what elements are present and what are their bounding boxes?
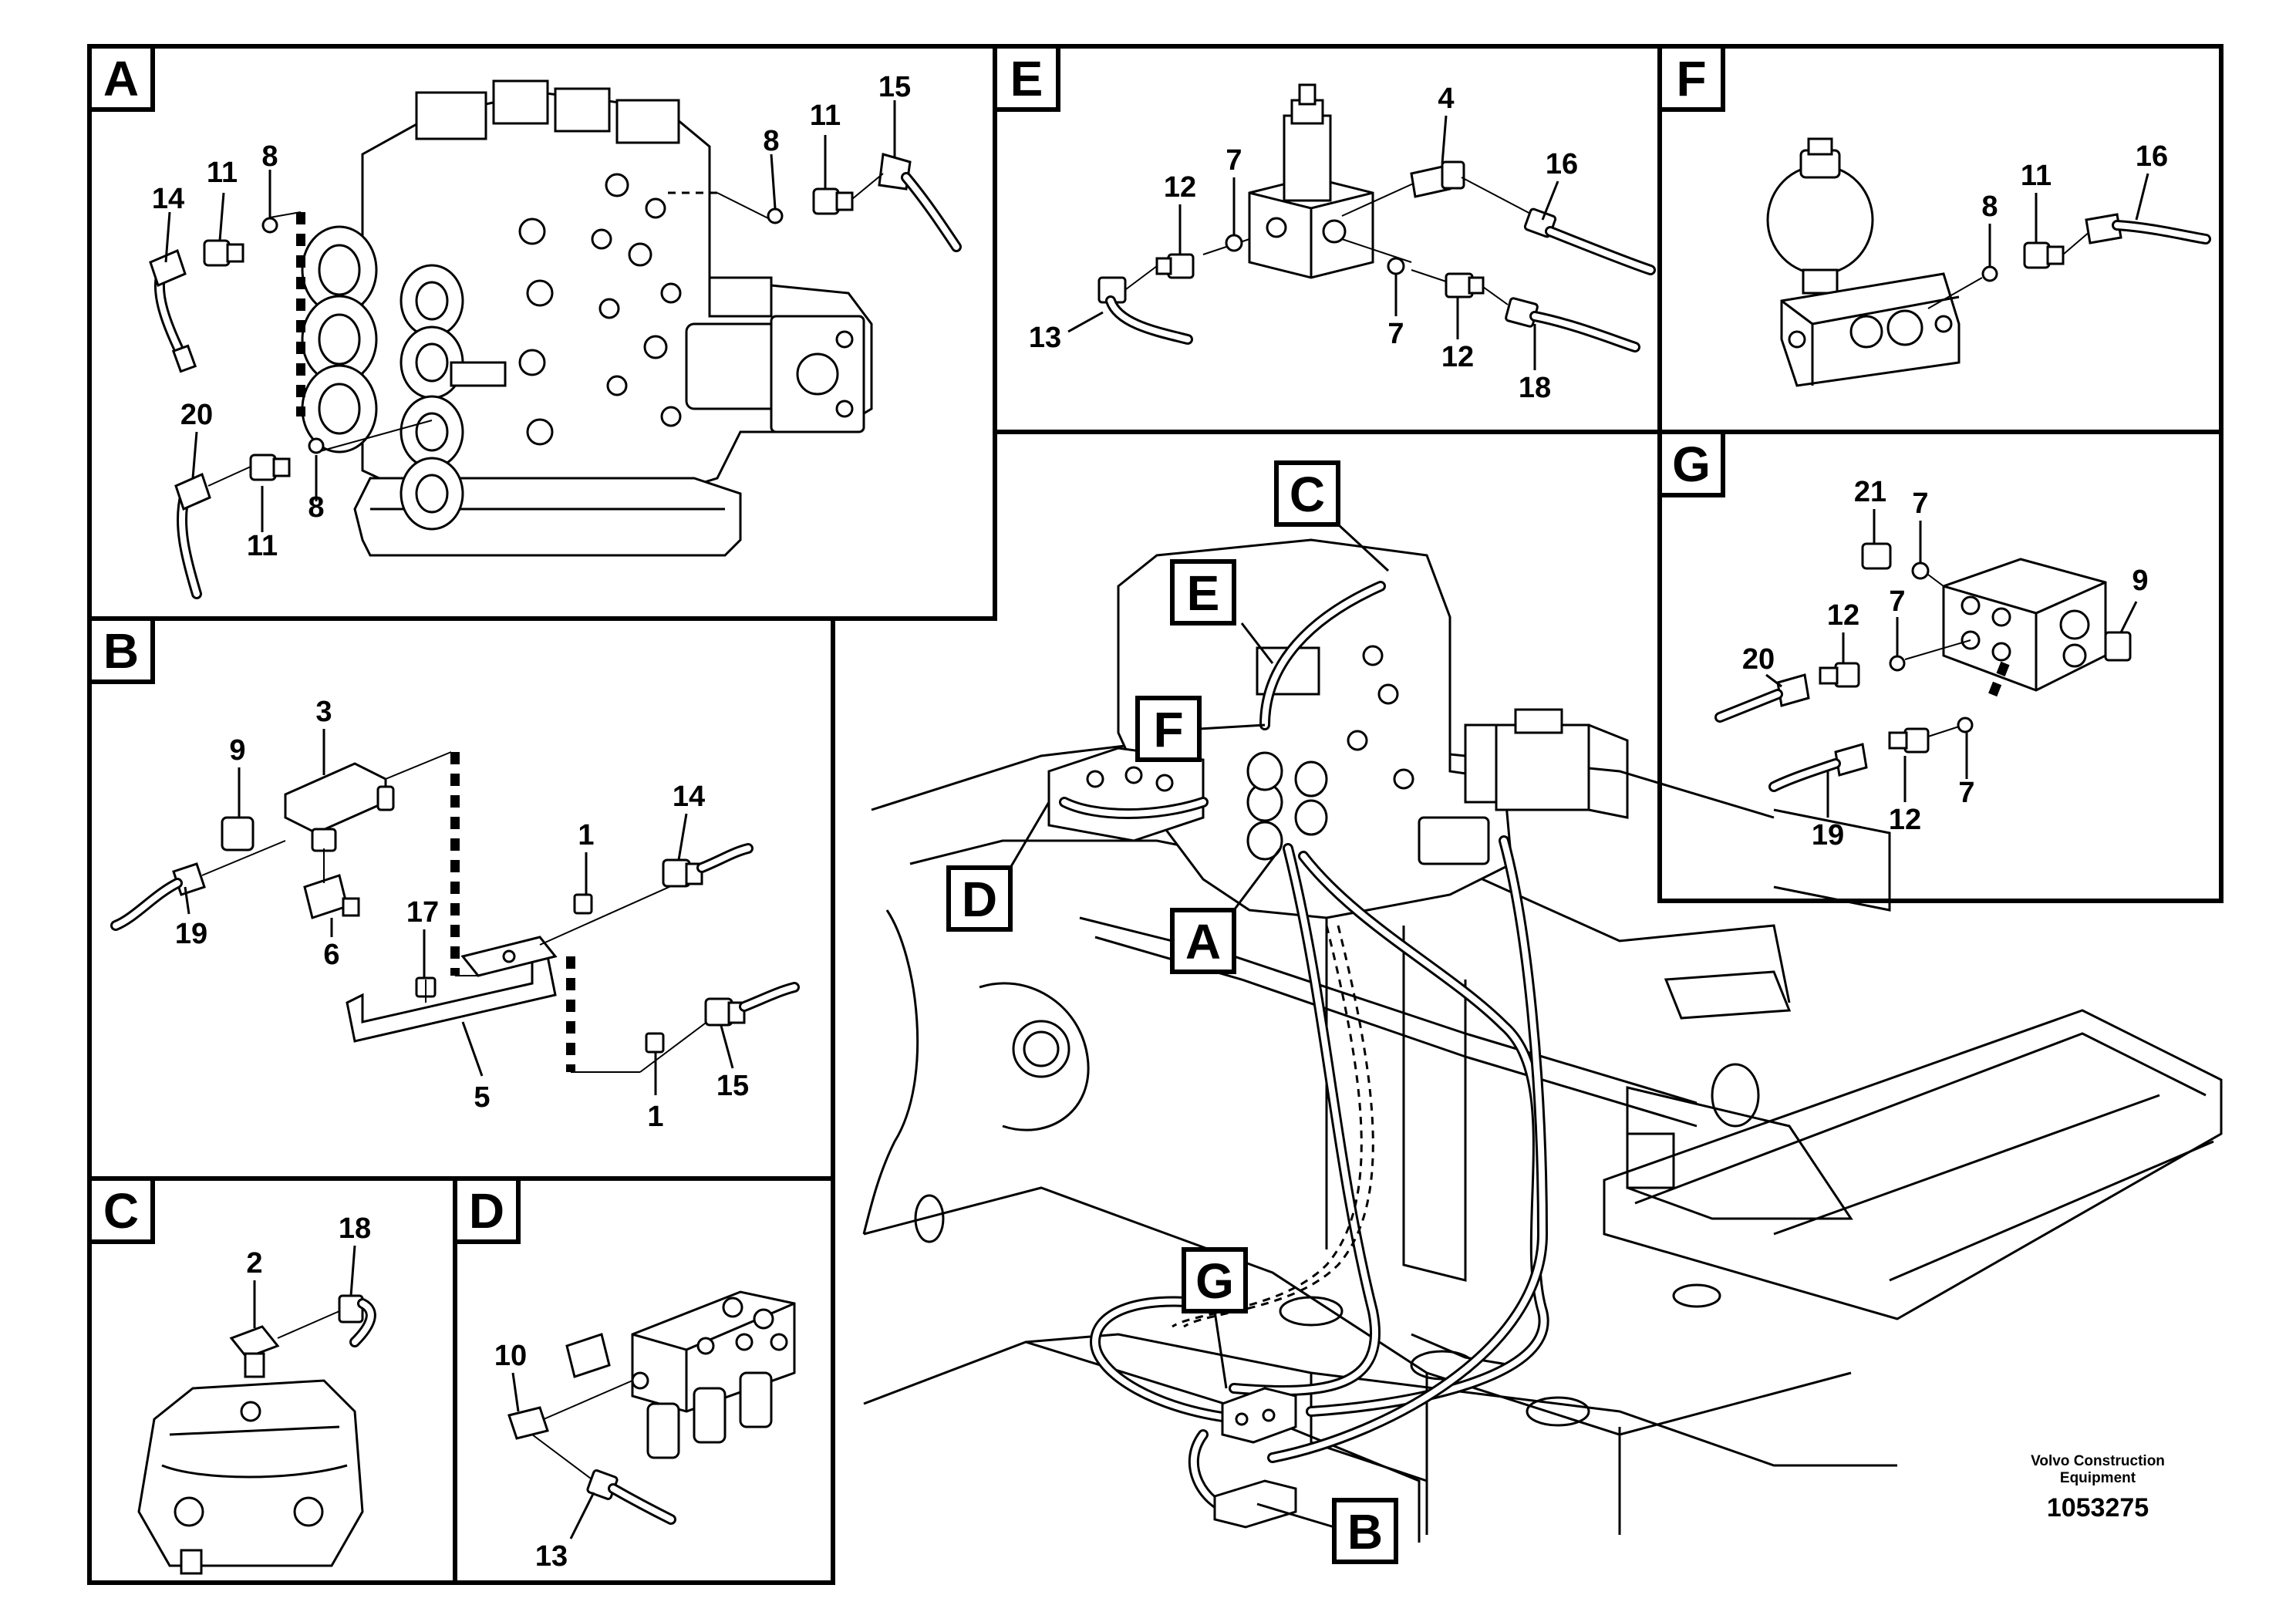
callout-3: 3	[315, 696, 332, 728]
callout-4: 4	[1438, 83, 1454, 115]
callout-21: 21	[1854, 476, 1886, 508]
overview-callout-f: F	[1153, 702, 1183, 757]
callout-15: 15	[878, 71, 911, 103]
accumulator-illustration	[1766, 137, 1961, 387]
callout-7: 7	[1912, 487, 1928, 520]
callout-6: 6	[323, 939, 339, 971]
callout-11: 11	[247, 530, 278, 562]
overview-callout-a: A	[1185, 914, 1221, 969]
callout-14: 14	[152, 183, 184, 215]
callout-5: 5	[474, 1081, 490, 1114]
panel-g-title: G	[1672, 437, 1711, 492]
panel-a-title: A	[103, 51, 139, 106]
callout-7: 7	[1889, 585, 1905, 618]
callout-15: 15	[716, 1070, 749, 1102]
callout-11: 11	[810, 99, 841, 132]
callout-11: 11	[2021, 160, 2052, 192]
footer: Volvo Construction Equipment 1053275	[2031, 1453, 2165, 1523]
callout-18: 18	[1519, 372, 1551, 404]
panel-f-drawing: 8 11 16	[1766, 137, 2211, 387]
hose-14-left	[149, 217, 278, 373]
callout-12: 12	[1164, 171, 1196, 204]
overview-control-valve	[1117, 538, 1529, 919]
panel-e-title: E	[1010, 51, 1043, 106]
overview-hoses	[1059, 581, 1549, 1517]
overview-callout-d: D	[962, 872, 997, 927]
panel-g-drawing: 21 7 9 12 7 20 12 7 19	[1714, 476, 2149, 851]
callout-8: 8	[1981, 191, 1998, 223]
callout-13: 13	[535, 1540, 568, 1573]
company-name-line2: Equipment	[2060, 1470, 2136, 1486]
callout-20: 20	[1742, 643, 1775, 676]
callout-12: 12	[1441, 341, 1474, 373]
panel-e-drawing: 4 12 7 16 13 7 12 18	[1029, 83, 1656, 404]
panel-b-title: B	[103, 623, 139, 679]
callout-10: 10	[494, 1340, 527, 1372]
callout-1: 1	[578, 819, 594, 851]
company-name-line1: Volvo Construction	[2031, 1453, 2165, 1469]
callout-8: 8	[763, 125, 779, 157]
callout-18: 18	[339, 1212, 371, 1245]
overview-drawing: C E F D A G B	[862, 460, 2223, 1564]
callout-13: 13	[1029, 322, 1061, 354]
spool-caps	[301, 225, 464, 531]
callout-11: 11	[207, 157, 238, 189]
callout-12: 12	[1889, 804, 1921, 836]
callout-8: 8	[261, 140, 278, 173]
overview-callout-boxes	[946, 460, 1398, 1564]
callout-9: 9	[229, 734, 245, 767]
panel-frames	[87, 44, 2224, 1585]
panel-b-drawing: 3 9 19 6 17 1 14 5 1 15	[110, 696, 800, 1133]
callout-8: 8	[308, 491, 324, 524]
callout-19: 19	[1812, 819, 1844, 851]
overview-pilot-block	[1047, 747, 1205, 842]
panel-a-leaders	[164, 100, 896, 532]
callout-12: 12	[1827, 599, 1859, 632]
overview-callout-e: E	[1187, 565, 1220, 621]
callout-7: 7	[1958, 777, 1974, 809]
callout-9: 9	[2132, 565, 2148, 597]
panel-a-drawing: 14 11 8 8 11 15 20 11 8	[149, 71, 962, 599]
callout-7: 7	[1226, 144, 1242, 177]
panel-d-title: D	[469, 1183, 504, 1239]
callout-2: 2	[246, 1247, 262, 1280]
callout-17: 17	[406, 896, 439, 929]
callout-14: 14	[673, 781, 705, 813]
callout-1: 1	[647, 1101, 663, 1133]
overview-callout-c: C	[1290, 467, 1325, 522]
control-valve-illustration	[301, 79, 873, 557]
callout-19: 19	[175, 918, 207, 950]
drawing-number: 1053275	[2047, 1493, 2149, 1523]
callout-16: 16	[2136, 140, 2168, 173]
callout-20: 20	[180, 399, 213, 431]
overview-callout-g: G	[1195, 1253, 1234, 1309]
panel-c-drawing: 2 18	[137, 1212, 376, 1575]
distribution-block-illustration	[1942, 558, 2107, 692]
solenoid-valve-illustration	[1248, 83, 1374, 279]
panel-letter-boxes	[87, 44, 1725, 1244]
panel-d-drawing: 10 13	[494, 1290, 796, 1573]
overview-callout-leaders	[1009, 523, 1390, 1529]
panel-f-title: F	[1676, 51, 1706, 106]
valve-ports	[518, 173, 682, 446]
callout-7: 7	[1387, 318, 1404, 350]
panel-c-title: C	[103, 1183, 139, 1239]
hose-15-right	[767, 153, 962, 252]
hose-20-left	[174, 437, 325, 599]
overview-accumulator-tank	[1495, 708, 1629, 819]
overview-callout-b: B	[1347, 1504, 1383, 1560]
callout-16: 16	[1546, 148, 1578, 180]
